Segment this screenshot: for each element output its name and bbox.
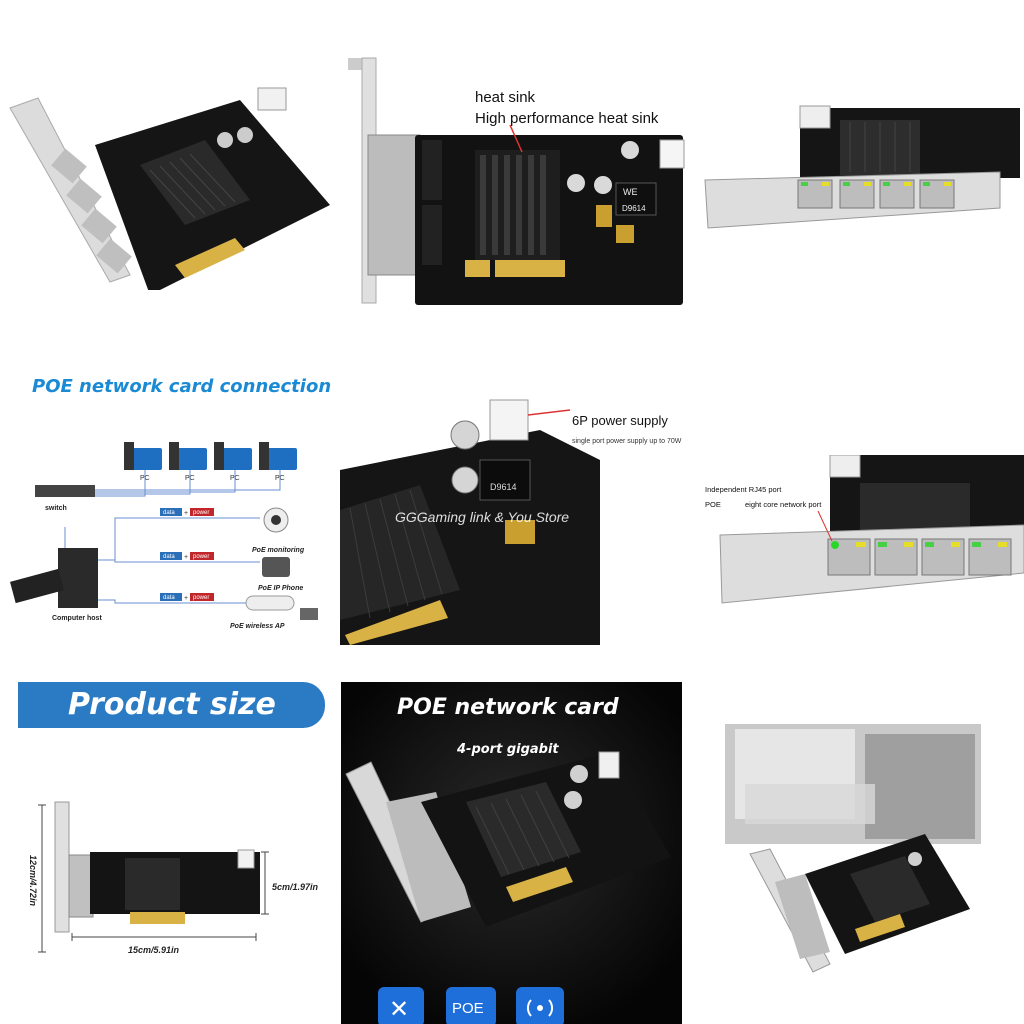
- tile-power-supply: D9614 6P power supply single port power …: [340, 390, 690, 645]
- power-supply-title: 6P power supply: [572, 413, 668, 428]
- plus-sign: +: [184, 510, 188, 517]
- poe-phone-label: PoE IP Phone: [258, 585, 303, 592]
- power-supply-sub: single port power supply up to 70W: [572, 438, 682, 445]
- ports-photo: Independent RJ45 port POE eight core net…: [705, 455, 1024, 604]
- tile-connection-diagram: POE network card connection PC PC PC PC …: [0, 370, 340, 650]
- data-tag: data: [163, 510, 175, 516]
- poe-label: POE: [705, 500, 721, 509]
- label-high-performance: High performance heat sink: [475, 110, 659, 127]
- tile-product-size: Product size 12cm/4.72in 5cm/1.97in 15cm…: [0, 680, 340, 980]
- tools-icon: [378, 987, 424, 1024]
- eight-core-label: eight core network port: [745, 500, 822, 509]
- tile-card-angle: [0, 60, 330, 290]
- power-tag: power: [193, 554, 209, 560]
- power-tag: power: [193, 595, 209, 601]
- width-label: 15cm/5.91in: [128, 945, 180, 955]
- height-label: 12cm/4.72in: [28, 855, 38, 907]
- tile-ports: Independent RJ45 port POE eight core net…: [700, 455, 1024, 605]
- switch-label: switch: [45, 505, 67, 512]
- product-size-diagram: 12cm/4.72in 5cm/1.97in 15cm/5.91in: [28, 801, 319, 955]
- plus-sign: +: [184, 595, 188, 602]
- poe-monitoring-label: PoE monitoring: [252, 547, 305, 554]
- tools-glyph: ✕: [389, 996, 409, 1023]
- card-top-photo: [704, 105, 1020, 229]
- label-heat-sink: heat sink: [475, 89, 536, 106]
- connection-diagram: PC PC PC PC switch Computer host: [10, 442, 318, 630]
- data-tag: data: [163, 595, 175, 601]
- tile-card-top: [700, 100, 1020, 240]
- store-watermark: GGGaming link & You Store: [395, 509, 569, 525]
- heat-sink-photo: WE D9614 heat sink High performance heat…: [348, 57, 685, 305]
- plus-sign: +: [184, 554, 188, 561]
- promo-subtitle: 4-port gigabit: [457, 742, 559, 757]
- product-size-banner: [18, 682, 325, 728]
- chip-brand: WE: [623, 187, 638, 197]
- installed-photo: [725, 724, 981, 973]
- chip-text: D9614: [490, 482, 517, 492]
- tile-promo-dark: ✕ POE POE network card 4-port gigabit: [341, 682, 682, 1024]
- network-card-photo: [9, 87, 330, 290]
- poe-icon-text: POE: [452, 1000, 484, 1017]
- depth-label: 5cm/1.97in: [272, 882, 319, 892]
- independent-port-label: Independent RJ45 port: [705, 485, 782, 494]
- tile-heat-sink: WE D9614 heat sink High performance heat…: [340, 55, 690, 310]
- product-size-title: Product size: [68, 687, 276, 722]
- data-tag: data: [163, 554, 175, 560]
- power-tag: power: [193, 510, 209, 516]
- promo-photo: ✕ POE: [341, 682, 682, 1024]
- promo-title: POE network card: [397, 695, 619, 720]
- power-supply-photo: D9614 6P power supply single port power …: [340, 399, 682, 645]
- poe-icon: [446, 987, 496, 1024]
- poe-wireless-label: PoE wireless AP: [230, 623, 285, 630]
- computer-host-label: Computer host: [52, 615, 102, 622]
- connection-title: POE network card connection: [32, 376, 332, 397]
- tile-installed: [725, 724, 981, 974]
- chip-text: D9614: [622, 204, 646, 213]
